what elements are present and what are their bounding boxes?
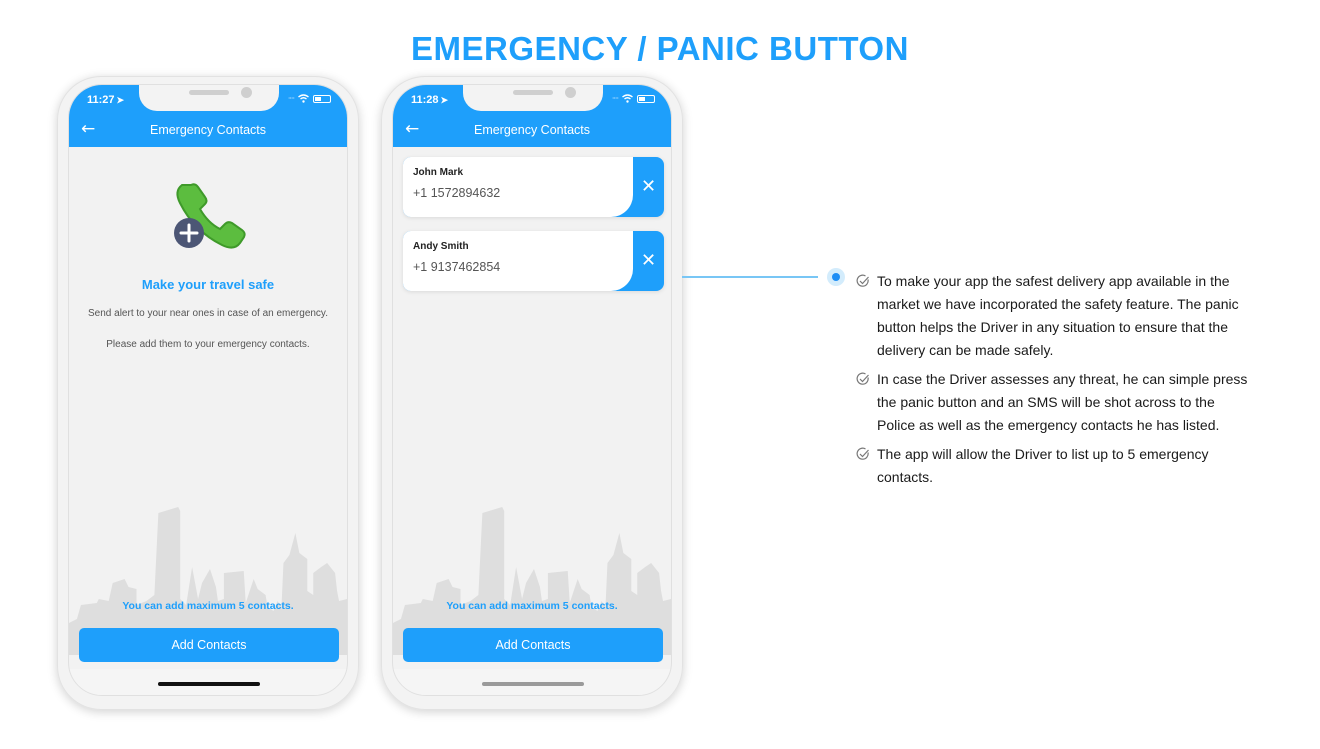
- contact-name: John Mark: [413, 167, 464, 178]
- contact-card[interactable]: John Mark +1 1572894632 ✕: [403, 157, 664, 217]
- location-arrow-icon: ➤: [116, 95, 125, 105]
- contact-card[interactable]: Andy Smith +1 9137462854 ✕: [403, 231, 664, 291]
- contact-phone: +1 9137462854: [413, 260, 501, 274]
- phone-screen: 11:28➤ ···· ← Emergency Contacts John Ma…: [392, 84, 672, 696]
- phone-add-icon: [174, 183, 246, 249]
- app-header: 11:27➤ ···· ← Emergency Contacts: [69, 85, 347, 147]
- check-circle-icon: [856, 447, 869, 460]
- app-header: 11:28➤ ···· ← Emergency Contacts: [393, 85, 671, 147]
- city-skyline-illustration: [393, 507, 671, 655]
- wifi-icon: [298, 94, 309, 103]
- contact-phone: +1 1572894632: [413, 186, 501, 200]
- notch: [463, 85, 603, 111]
- add-contacts-button[interactable]: Add Contacts: [403, 628, 663, 662]
- screen-title: Emergency Contacts: [149, 123, 267, 137]
- home-indicator[interactable]: [482, 682, 584, 686]
- max-contacts-note: You can add maximum 5 contacts.: [122, 600, 294, 612]
- empty-state-title: Make your travel safe: [141, 277, 275, 292]
- remove-contact-close-icon[interactable]: ✕: [640, 250, 657, 271]
- status-bar-time: 11:28➤: [411, 94, 449, 106]
- phone-mockup-contacts: 11:28➤ ···· ← Emergency Contacts John Ma…: [381, 76, 683, 710]
- empty-state-description: Send alert to your near ones in case of …: [88, 308, 328, 319]
- empty-state-instruction: Please add them to your emergency contac…: [106, 339, 310, 350]
- notch: [139, 85, 279, 111]
- battery-icon: [313, 94, 331, 103]
- feature-item: In case the Driver assesses any threat, …: [856, 368, 1256, 437]
- location-arrow-icon: ➤: [440, 95, 449, 105]
- feature-item: The app will allow the Driver to list up…: [856, 443, 1256, 489]
- contact-name: Andy Smith: [413, 241, 469, 252]
- battery-icon: [637, 94, 655, 103]
- wifi-icon: [622, 94, 633, 103]
- max-contacts-note: You can add maximum 5 contacts.: [446, 600, 618, 612]
- status-bar-icons: ····: [288, 94, 331, 103]
- phone-screen: 11:27➤ ···· ← Emergency Contacts Make yo…: [68, 84, 348, 696]
- status-bar-icons: ····: [612, 94, 655, 103]
- screen-title: Emergency Contacts: [473, 123, 591, 137]
- city-skyline-illustration: [69, 507, 347, 655]
- status-bar-time: 11:27➤: [87, 94, 125, 106]
- signal-icon: ····: [287, 94, 295, 103]
- feature-item: To make your app the safest delivery app…: [856, 270, 1256, 362]
- feature-list: To make your app the safest delivery app…: [856, 270, 1256, 495]
- phone-mockup-empty: 11:27➤ ···· ← Emergency Contacts Make yo…: [57, 76, 359, 710]
- home-indicator[interactable]: [158, 682, 260, 686]
- check-circle-icon: [856, 274, 869, 287]
- check-circle-icon: [856, 372, 869, 385]
- add-contacts-button[interactable]: Add Contacts: [79, 628, 339, 662]
- signal-icon: ····: [611, 94, 619, 103]
- connector-line: [682, 276, 818, 278]
- back-arrow-icon[interactable]: ←: [405, 119, 420, 139]
- page-title: EMERGENCY / PANIC BUTTON: [411, 30, 909, 67]
- remove-contact-close-icon[interactable]: ✕: [640, 176, 657, 197]
- connector-dot: [827, 268, 845, 286]
- back-arrow-icon[interactable]: ←: [81, 119, 96, 139]
